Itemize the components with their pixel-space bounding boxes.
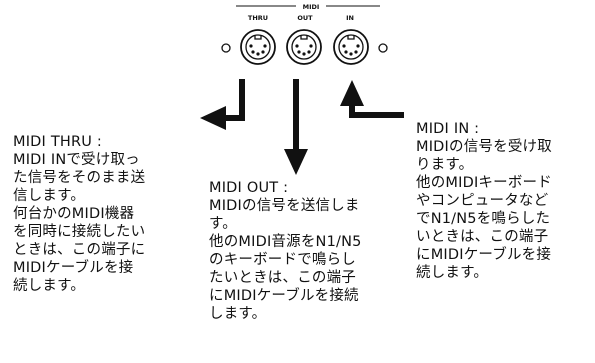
midi-in-connector[interactable] bbox=[333, 29, 369, 65]
port-label-thru: THRU bbox=[248, 14, 268, 22]
screw-hole-right bbox=[378, 43, 388, 53]
in-arrow bbox=[340, 80, 404, 118]
out-arrow bbox=[284, 79, 308, 175]
midi-in-body: MIDIの信号を受け取 ります。 他のMIDIキーボード やコンピュータなど で… bbox=[416, 139, 552, 281]
midi-thru-connector[interactable] bbox=[240, 29, 276, 65]
midi-thru-title: MIDI THRU : bbox=[13, 134, 102, 150]
midi-out-connector[interactable] bbox=[286, 29, 322, 65]
port-label-out: OUT bbox=[297, 14, 313, 22]
midi-group-label: MIDI bbox=[303, 3, 320, 11]
port-label-in: IN bbox=[346, 14, 354, 22]
midi-in-description: MIDI IN : MIDIの信号を受け取 ります。 他のMIDIキーボード や… bbox=[416, 120, 595, 282]
midi-out-body: MIDIの信号を送信しま す。 他のMIDI音源をN1/N5 のキーボードで鳴ら… bbox=[209, 198, 362, 322]
midi-out-title: MIDI OUT : bbox=[209, 180, 289, 196]
thru-arrow bbox=[200, 79, 245, 130]
midi-out-description: MIDI OUT : MIDIの信号を送信しま す。 他のMIDI音源をN1/N… bbox=[209, 179, 389, 323]
midi-in-title: MIDI IN : bbox=[416, 121, 480, 137]
screw-hole-left bbox=[221, 43, 231, 53]
midi-thru-body: MIDI INで受け取っ た信号をそのまま送 信します。 何台かのMIDI機器 … bbox=[13, 152, 146, 294]
midi-thru-description: MIDI THRU : MIDI INで受け取っ た信号をそのまま送 信します。… bbox=[13, 133, 193, 295]
